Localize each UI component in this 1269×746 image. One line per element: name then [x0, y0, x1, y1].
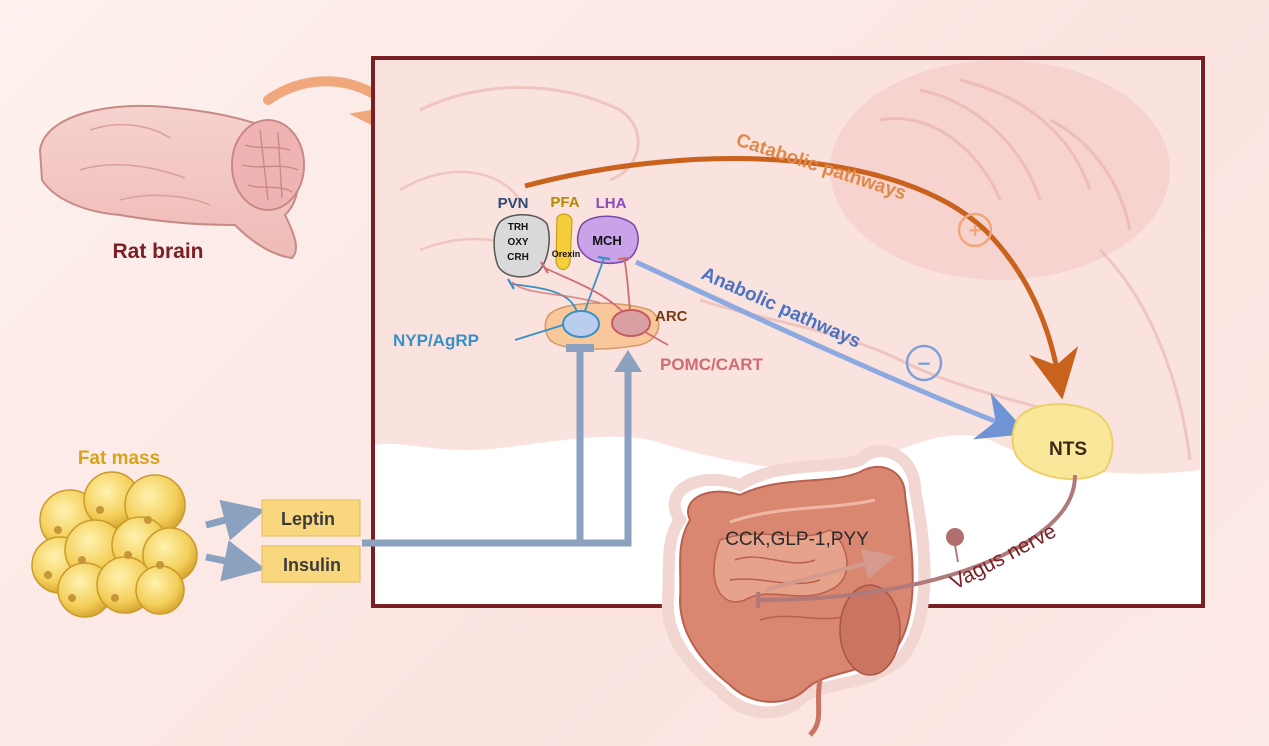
- catabolic-pathway-arrow: [524, 156, 1079, 400]
- fat-mass-label: Fat mass: [78, 448, 160, 469]
- hormone-signal-lines: [362, 344, 632, 547]
- npy-agrp-neuron: [562, 310, 600, 338]
- plus-sign: +: [957, 212, 993, 248]
- mch-label: MCH: [592, 233, 622, 248]
- arc-projections: [507, 255, 669, 346]
- leptin-box: Leptin: [261, 499, 361, 537]
- rat-brain-label: Rat brain: [112, 240, 203, 263]
- lha-label: LHA: [596, 195, 627, 212]
- pvn-nucleus: PVN TRH OXY CRH: [493, 195, 550, 278]
- nts-nucleus: NTS: [1011, 403, 1114, 481]
- insulin-box: Insulin: [261, 545, 361, 583]
- trh-label: TRH: [508, 222, 529, 233]
- arc-label: ARC: [655, 308, 688, 325]
- fat-to-leptin-arrow: [205, 499, 266, 541]
- fat-to-insulin-arrow: [205, 540, 266, 582]
- insulin-stimulates-pomc-arrowhead: [614, 350, 642, 372]
- rat-brain-illustration: Rat brain: [38, 104, 305, 263]
- svg-text:−: −: [918, 351, 931, 376]
- pfa-nucleus: PFA Orexin: [550, 194, 581, 271]
- gut-hormones-label: CCK,GLP-1,PYY: [725, 529, 869, 550]
- fat-mass-illustration: Fat mass: [31, 448, 198, 618]
- anabolic-pathway-arrow: [634, 259, 1029, 440]
- npy-agrp-label: NYP/AgRP: [393, 331, 479, 350]
- pomc-cart-label: POMC/CART: [660, 355, 764, 374]
- crh-label: CRH: [507, 252, 529, 263]
- gut-hormone-arrow: [764, 548, 896, 592]
- svg-text:+: +: [969, 218, 982, 243]
- intestine-illustration: [661, 445, 931, 737]
- minus-sign: −: [905, 344, 943, 382]
- vagus-nerve: [759, 474, 1077, 602]
- insulin-label: Insulin: [283, 555, 341, 575]
- arc-nucleus: ARC: [544, 302, 688, 350]
- pfa-label: PFA: [550, 194, 579, 211]
- vagus-neuron: [946, 528, 964, 563]
- pvn-label: PVN: [498, 195, 529, 212]
- orexin-label: Orexin: [552, 249, 581, 259]
- leptin-label: Leptin: [281, 509, 335, 529]
- pomc-cart-neuron: [611, 309, 651, 337]
- oxy-label: OXY: [507, 237, 528, 248]
- nts-label: NTS: [1049, 439, 1087, 460]
